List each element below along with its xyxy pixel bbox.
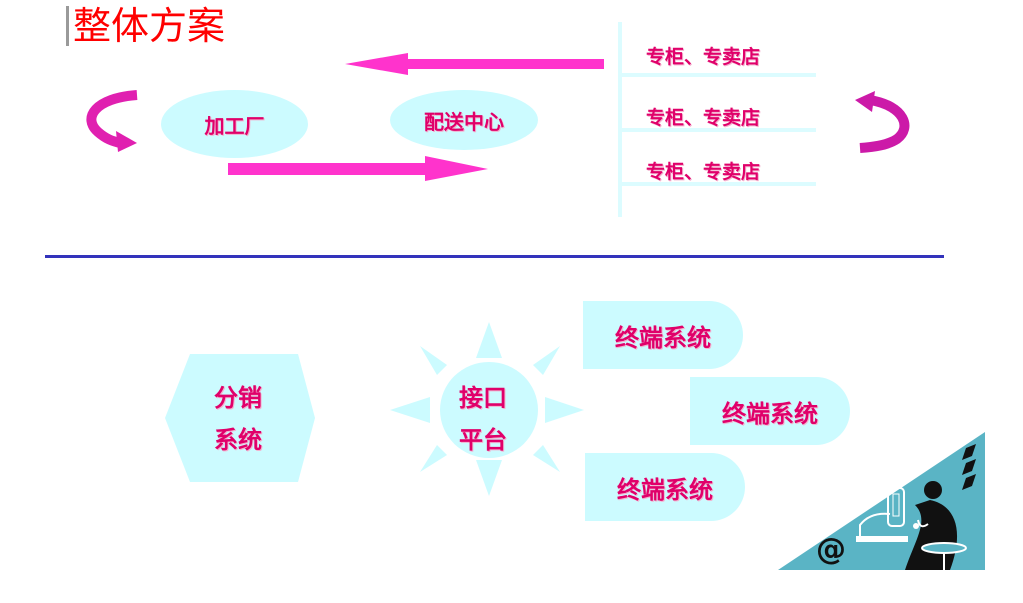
computer-user-clipart-icon	[778, 432, 985, 570]
terminal-system-1: 终端系统	[583, 301, 743, 369]
terminal-system-label-2: 终端系统	[722, 399, 818, 428]
at-symbol-icon: @	[816, 532, 846, 567]
distribution-system-label-line1: 分销	[214, 384, 262, 412]
distribution-center-label: 配送中心	[424, 109, 504, 134]
cycle-arrow-right-icon	[855, 91, 910, 153]
divider-line	[45, 255, 944, 258]
distribution-center-node: 配送中心	[390, 90, 538, 150]
page-title: 整体方案	[73, 4, 226, 48]
title-accent-bar	[66, 6, 69, 46]
distribution-system-label-line2: 系统	[214, 426, 262, 454]
store-line-1	[620, 73, 816, 77]
terminal-system-3: 终端系统	[585, 453, 745, 521]
store-label-3: 专柜、专卖店	[646, 161, 761, 183]
arrow-left-icon	[345, 53, 604, 75]
interface-platform-label-line1: 接口	[459, 384, 507, 412]
factory-label: 加工厂	[204, 113, 265, 138]
store-label-1: 专柜、专卖店	[646, 46, 761, 68]
factory-node: 加工厂	[161, 90, 308, 158]
terminal-system-label-1: 终端系统	[615, 323, 711, 352]
distribution-system-shape	[165, 354, 315, 482]
cycle-arrow-left-icon	[86, 90, 138, 152]
store-label-2: 专柜、专卖店	[646, 107, 761, 129]
terminal-system-label-3: 终端系统	[617, 475, 713, 504]
stores-vertical-line	[618, 22, 622, 217]
store-line-3	[620, 182, 816, 186]
arrow-right-icon	[228, 156, 488, 181]
sun-rays-icon	[390, 322, 584, 496]
store-line-2	[620, 128, 816, 132]
terminal-system-2: 终端系统	[690, 377, 850, 445]
interface-platform-label-line2: 平台	[459, 426, 507, 454]
interface-platform-node	[440, 362, 538, 458]
